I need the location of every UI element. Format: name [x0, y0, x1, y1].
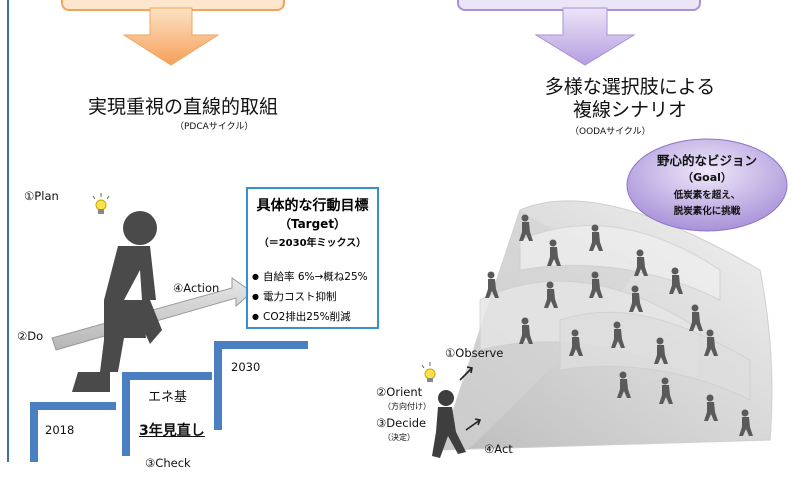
act-arrow-icon [465, 418, 482, 431]
goal-line2: 脱炭素化に挑戦 [673, 206, 741, 217]
year-2018: 2018 [45, 423, 75, 437]
year-2030: 2030 [231, 360, 261, 374]
target-list: 自給率 6%→概ね25% 電力コスト抑制 CO2排出25%削減 [252, 267, 368, 327]
orient-label: ②Orient [376, 385, 423, 399]
target-title: 具体的な行動目標 [256, 198, 369, 214]
target-item: 自給率 6%→概ね25% [252, 267, 368, 287]
observe-label: ①Observe [445, 346, 504, 360]
act-label: ④Act [484, 442, 513, 456]
orient-note: （方向付け） [383, 402, 431, 411]
scenario-fan [439, 200, 773, 451]
climbing-person-icon [72, 211, 162, 392]
target-box: 具体的な行動目標 （Target） （＝2030年ミックス） 自給率 6%→概ね… [246, 187, 379, 329]
action-label: ④Action [173, 281, 220, 295]
stairs [30, 341, 308, 462]
right-title-line1: 多様な選択肢による [544, 76, 716, 98]
goal-line1: 低炭素を超え、 [673, 190, 741, 201]
right-title-line2: 複線シナリオ [572, 99, 687, 121]
right-subtitle: （OODAサイクル） [570, 127, 651, 137]
walking-person-icon [432, 390, 466, 458]
left-title: 実現重視の直線的取組 [88, 96, 279, 118]
target-item: 電力コスト抑制 [252, 287, 368, 307]
lightbulb-icon-right [421, 362, 436, 382]
left-subtitle: （PDCAサイクル） [175, 122, 254, 132]
decide-label: ③Decide [376, 416, 427, 430]
target-item: CO2排出25%削減 [252, 307, 368, 327]
orange-down-arrow [122, 7, 220, 66]
purple-down-arrow [534, 7, 636, 66]
observe-arrow-icon [459, 366, 473, 381]
target-en: （Target） [278, 217, 347, 231]
goal-ellipse [626, 138, 788, 232]
do-label: ②Do [17, 329, 44, 343]
goal-title: 野心的なビジョン [656, 153, 757, 168]
energy-plan-label: エネ基 [148, 390, 188, 405]
decide-note: （決定） [383, 433, 415, 442]
small-walkers [485, 214, 753, 436]
target-mix: （＝2030年ミックス） [258, 238, 367, 249]
lightbulb-icon [92, 193, 110, 214]
review-period: 3年見直し [139, 423, 205, 439]
plan-label: ①Plan [24, 189, 59, 203]
check-label: ③Check [145, 456, 191, 470]
goal-en: （Goal） [682, 171, 732, 184]
